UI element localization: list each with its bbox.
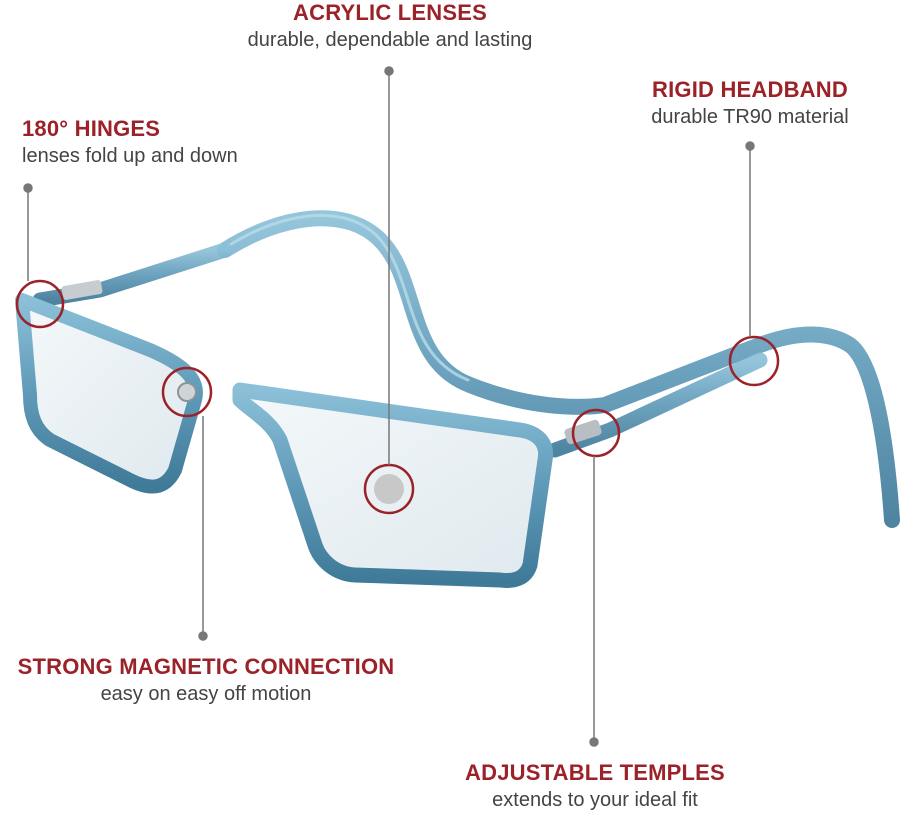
feature-acrylic-lenses: ACRYLIC LENSES durable, dependable and l… (230, 0, 550, 54)
feature-description: extends to your ideal fit (492, 789, 698, 811)
magnetic-leader-dot (198, 631, 208, 641)
hinge-callout-ring (15, 279, 65, 329)
left-magnet (177, 382, 197, 402)
feature-strong-magnetic-connection: STRONG MAGNETIC CONNECTION easy on easy … (0, 654, 412, 708)
lenses-leader-dot (384, 66, 394, 76)
feature-title: ADJUSTABLE TEMPLES (465, 760, 725, 785)
feature-description: lenses fold up and down (22, 145, 238, 167)
feature-description: durable, dependable and lasting (247, 29, 533, 51)
magnet-callout-ring (161, 366, 213, 418)
feature-180-hinges: 180° HINGES lenses fold up and down (22, 116, 238, 170)
left-hinge-metal (61, 280, 103, 300)
headband-callout-ring (728, 335, 780, 387)
temples-leader-dot (589, 737, 599, 747)
left-lens-frame (15, 293, 203, 494)
feature-title: ACRYLIC LENSES (293, 0, 487, 25)
headband-leader-dot (745, 141, 755, 151)
lens-callout-dot (374, 474, 404, 504)
feature-title: 180° HINGES (22, 116, 161, 141)
feature-description: easy on easy off motion (100, 683, 312, 705)
feature-adjustable-temples: ADJUSTABLE TEMPLES extends to your ideal… (420, 760, 770, 814)
feature-description: durable TR90 material (651, 106, 849, 128)
headband (217, 210, 900, 528)
feature-title: RIGID HEADBAND (652, 77, 848, 102)
hinges-leader-dot (23, 183, 33, 193)
feature-rigid-headband: RIGID HEADBAND durable TR90 material (610, 77, 890, 131)
feature-title: STRONG MAGNETIC CONNECTION (17, 654, 395, 679)
temple-callout-ring (571, 408, 621, 458)
headband-highlight (226, 213, 470, 382)
